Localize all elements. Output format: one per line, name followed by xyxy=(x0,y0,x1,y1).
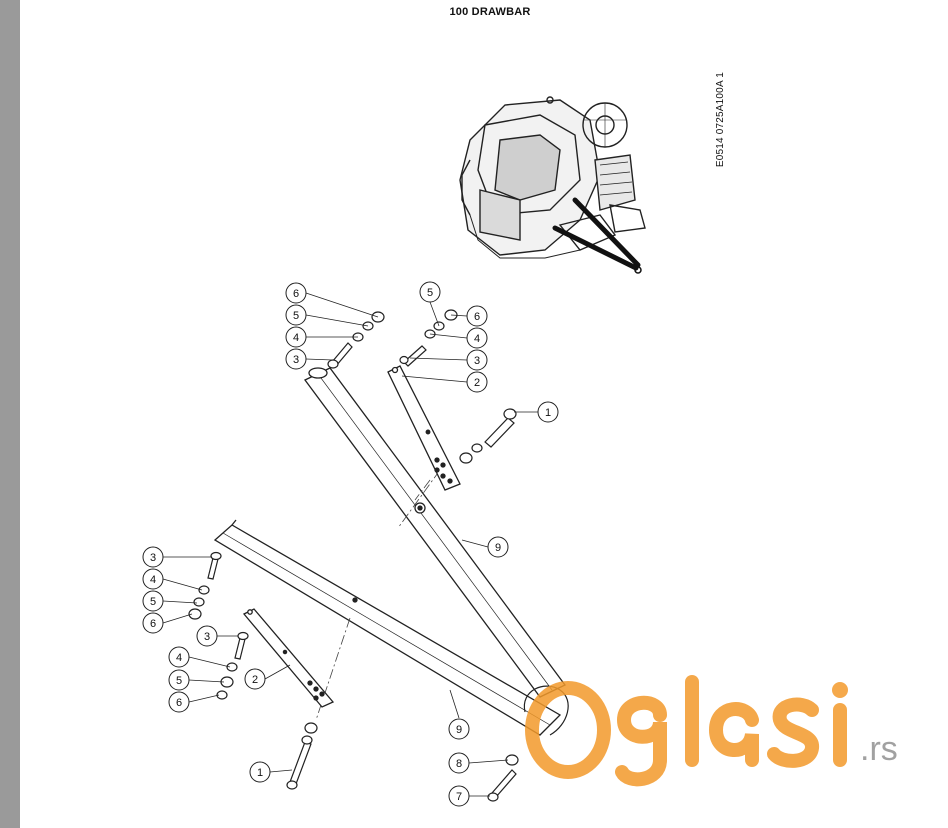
callout-7: 7 xyxy=(448,785,470,807)
svg-text:9: 9 xyxy=(456,724,462,736)
brace-plate-upper xyxy=(387,365,461,491)
callout-5-lower-left: 5 xyxy=(168,669,190,691)
svg-text:6: 6 xyxy=(474,311,480,323)
svg-text:3: 3 xyxy=(293,354,299,366)
callout-3-top-right: 3 xyxy=(466,349,488,371)
callout-leaders xyxy=(162,292,538,797)
callout-1-top-right: 1 xyxy=(537,401,559,423)
callout-2-lower: 2 xyxy=(244,668,266,690)
svg-text:3: 3 xyxy=(204,631,210,643)
svg-text:5: 5 xyxy=(150,596,156,608)
svg-text:4: 4 xyxy=(176,652,182,664)
callout-6-top-left: 6 xyxy=(285,282,307,304)
svg-text:5: 5 xyxy=(293,310,299,322)
callout-3-top-left: 3 xyxy=(285,348,307,370)
machine-overview-illustration xyxy=(459,96,646,259)
page-title: 100 DRAWBAR xyxy=(449,6,531,18)
svg-text:6: 6 xyxy=(293,288,299,300)
callouts: 6 5 4 3 5 6 4 3 2 1 9 3 4 5 6 3 4 5 6 2 … xyxy=(142,281,559,807)
svg-text:5: 5 xyxy=(427,287,433,299)
callout-2-top-right: 2 xyxy=(466,371,488,393)
callout-6-lower-left: 6 xyxy=(168,691,190,713)
svg-text:2: 2 xyxy=(252,674,258,686)
svg-text:2: 2 xyxy=(474,377,480,389)
drawbar-tip-point xyxy=(634,266,642,274)
brace-plate-lower xyxy=(242,608,335,708)
callout-9-lower-arm: 9 xyxy=(448,718,470,740)
callout-6-left: 6 xyxy=(142,612,164,634)
svg-text:6: 6 xyxy=(150,618,156,630)
svg-text:3: 3 xyxy=(150,552,156,564)
callout-8: 8 xyxy=(448,752,470,774)
callout-3-lower-left: 3 xyxy=(196,625,218,647)
svg-text:8: 8 xyxy=(456,758,462,770)
callout-1-lower: 1 xyxy=(249,761,271,783)
svg-text:4: 4 xyxy=(293,332,299,344)
callout-5-left: 5 xyxy=(142,590,164,612)
svg-text:7: 7 xyxy=(456,791,462,803)
svg-text:4: 4 xyxy=(150,574,156,586)
highlighted-drawbar-thumbnail xyxy=(552,197,641,271)
fasteners xyxy=(188,309,519,802)
callout-9-upper-arm: 9 xyxy=(487,536,509,558)
callout-6-top-right: 6 xyxy=(466,305,488,327)
callout-5-top-right: 5 xyxy=(419,281,441,303)
svg-text:1: 1 xyxy=(257,767,263,779)
left-margin-bar xyxy=(0,0,20,828)
callout-5-top-left: 5 xyxy=(285,304,307,326)
svg-text:6: 6 xyxy=(176,697,182,709)
drawbar-arm-upper xyxy=(304,367,566,698)
svg-text:3: 3 xyxy=(474,355,480,367)
callout-4-lower-left: 4 xyxy=(168,646,190,668)
svg-text:1: 1 xyxy=(545,407,551,419)
svg-text:9: 9 xyxy=(495,542,501,554)
svg-text:4: 4 xyxy=(474,333,480,345)
alignment-centerlines xyxy=(315,469,441,721)
callout-4-top-right: 4 xyxy=(466,327,488,349)
callout-4-left: 4 xyxy=(142,568,164,590)
svg-text:5: 5 xyxy=(176,675,182,687)
callout-4-top-left: 4 xyxy=(285,326,307,348)
callout-3-left: 3 xyxy=(142,546,164,568)
